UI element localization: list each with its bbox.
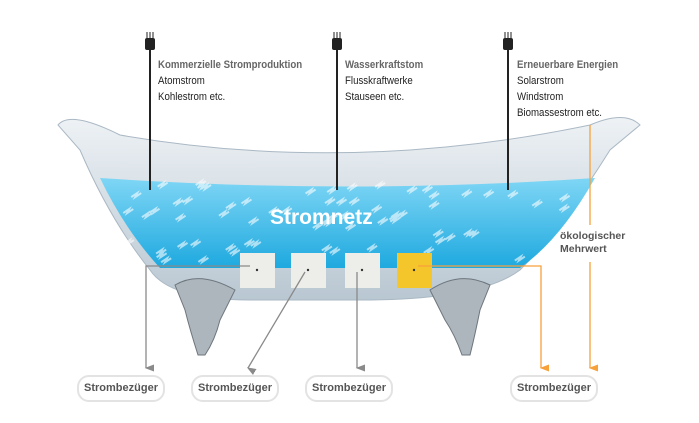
spark-mark bbox=[195, 178, 207, 188]
spark-mark bbox=[423, 245, 435, 256]
spark-mark bbox=[421, 184, 433, 194]
spark-mark bbox=[157, 179, 169, 190]
spark-mark bbox=[148, 205, 161, 216]
spark-mark bbox=[218, 208, 230, 219]
spark-mark bbox=[396, 209, 408, 220]
spark-mark bbox=[324, 196, 336, 207]
spark-mark bbox=[432, 228, 444, 239]
spark-mark bbox=[326, 185, 338, 195]
spark-mark bbox=[374, 179, 386, 190]
spark-mark bbox=[122, 206, 134, 216]
spark-mark bbox=[243, 237, 255, 248]
spark-mark bbox=[558, 203, 570, 214]
consumer-box-3: Strombezüger bbox=[305, 375, 393, 402]
spark-mark bbox=[483, 188, 495, 199]
spark-mark bbox=[345, 221, 357, 232]
spark-mark bbox=[305, 186, 317, 197]
spark-mark bbox=[434, 235, 447, 246]
spark-mark bbox=[461, 188, 473, 199]
spark-mark bbox=[197, 254, 209, 265]
spark-mark bbox=[248, 216, 260, 227]
grid-label: Stromnetz bbox=[270, 206, 373, 229]
consumer-box-2: Strombezüger bbox=[191, 375, 279, 402]
spark-mark bbox=[444, 232, 456, 243]
spark-mark bbox=[176, 239, 189, 250]
spark-mark bbox=[240, 196, 253, 207]
spark-mark bbox=[281, 205, 293, 216]
spark-mark bbox=[428, 190, 440, 201]
spark-mark bbox=[326, 212, 338, 223]
spark-mark bbox=[160, 255, 172, 266]
spark-mark bbox=[468, 228, 480, 239]
spark-mark bbox=[229, 247, 241, 257]
spark-mark bbox=[507, 189, 519, 200]
spark-mark bbox=[225, 201, 237, 212]
spark-mark bbox=[156, 250, 168, 261]
power-cords bbox=[149, 48, 509, 190]
spark-mark bbox=[545, 245, 557, 256]
spark-mark bbox=[329, 246, 341, 256]
tub-foot-left bbox=[174, 278, 236, 356]
spark-mark bbox=[559, 192, 571, 203]
spark-mark bbox=[225, 242, 237, 253]
spark-mark bbox=[268, 205, 280, 216]
spark-mark bbox=[182, 195, 194, 206]
spark-mark bbox=[406, 184, 418, 195]
spark-mark bbox=[123, 237, 135, 247]
spark-mark bbox=[551, 253, 563, 264]
spark-mark bbox=[141, 210, 153, 221]
consumer-box-4: Strombezüger bbox=[510, 375, 598, 402]
gray-arrows bbox=[146, 265, 357, 368]
spark-mark bbox=[366, 242, 378, 253]
spark-mark bbox=[321, 243, 333, 254]
spark-mark bbox=[371, 203, 383, 214]
spark-mark bbox=[130, 190, 142, 200]
spark-mark bbox=[514, 253, 526, 264]
consumer-box-1: Strombezüger bbox=[77, 375, 165, 402]
spark-mark bbox=[339, 210, 351, 221]
spark-mark bbox=[197, 180, 209, 191]
spark-mark bbox=[531, 198, 543, 209]
spark-mark bbox=[346, 182, 358, 192]
plug-icons bbox=[145, 32, 513, 50]
spark-mark bbox=[428, 199, 440, 210]
spark-mark bbox=[250, 239, 262, 249]
spark-mark bbox=[174, 212, 187, 223]
spark-mark bbox=[348, 196, 360, 207]
spark-mark bbox=[389, 214, 401, 225]
spark-mark bbox=[335, 196, 348, 207]
spark-mark bbox=[172, 197, 184, 207]
spark-mark bbox=[463, 228, 475, 238]
spark-mark bbox=[321, 216, 333, 227]
water bbox=[100, 178, 595, 268]
spark-mark bbox=[377, 216, 389, 226]
spark-mark bbox=[190, 238, 202, 249]
orange-arrows bbox=[418, 125, 590, 368]
spark-mark bbox=[312, 221, 324, 231]
tub-foot-right bbox=[429, 278, 491, 356]
spark-mark bbox=[155, 246, 167, 257]
